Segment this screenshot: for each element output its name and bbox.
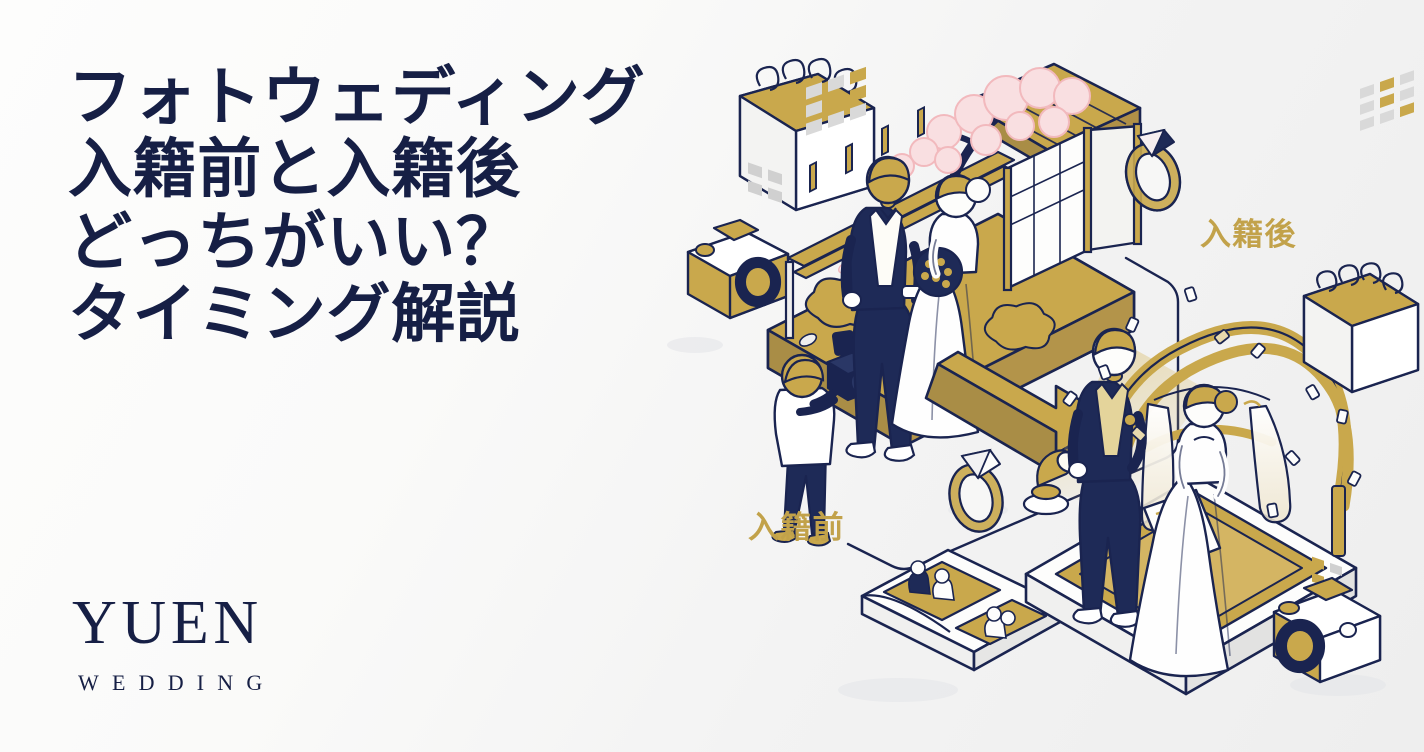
logo-wordmark: YUEN [72, 589, 263, 657]
diamond-ring-lower [948, 448, 1004, 533]
camera-icon-right [1272, 576, 1382, 684]
album-photo-right [984, 606, 1016, 639]
album-photo-left [908, 560, 955, 601]
confetti [1062, 286, 1362, 519]
headline-line-3: どっちがいい？ [68, 204, 521, 280]
label-after-registration: 入籍後 [1200, 217, 1297, 253]
western-arch-scene [1024, 286, 1362, 696]
calendar-cells-left [748, 162, 782, 204]
groom-figure-western [1067, 327, 1147, 628]
label-before-registration: 入籍前 [748, 510, 845, 546]
japanese-shrine-scene [686, 57, 1143, 547]
bride-figure-western [1128, 383, 1238, 678]
sakura-blossoms [867, 67, 1091, 189]
calendar-icon [738, 57, 876, 212]
camera-icon-left [686, 218, 790, 320]
diamond-ring-upper [1124, 128, 1182, 212]
calendar-cells-right [1360, 70, 1414, 131]
calendar-cells [806, 66, 866, 136]
calendar-icon-right [1302, 70, 1420, 592]
logo-tagline: WEDDING [78, 670, 276, 695]
brand-logo: YUEN WEDDING [72, 592, 372, 694]
photo-album [860, 548, 1062, 672]
headline-line-1: フォトウェディング [68, 60, 646, 135]
headline-line-2: 入籍前と入籍後 [68, 132, 521, 208]
headline-line-4: タイミング解説 [68, 276, 521, 352]
page-title: フォトウェディング 入籍前と入籍後 どっちがいい？ タイミング解説 [68, 60, 708, 352]
isometric-wedding-illustration [648, 0, 1424, 752]
connector-line [846, 256, 1180, 571]
